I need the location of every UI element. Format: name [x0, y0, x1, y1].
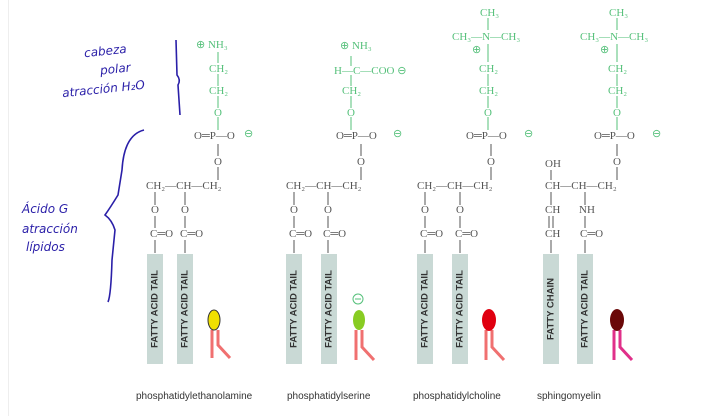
fatty-acid-tail-1: FATTY ACID TAIL — [417, 254, 433, 364]
ester-o-2: O — [456, 204, 464, 216]
ammonium-charge: ⊕ — [600, 44, 610, 56]
carboxyl-carbon: H—C—COO ⊖ — [334, 65, 407, 77]
fatty-acid-tail-2: FATTY ACID TAIL — [177, 254, 193, 364]
carbonyl-2: C═O — [323, 228, 347, 240]
fatty-acid-tail-1: FATTY ACID TAIL — [286, 254, 302, 364]
phosphate: O═P—O — [466, 130, 507, 142]
trimethylammonium: CH₃—N—CH₃ — [452, 31, 521, 43]
ch2-2: CH₂ — [608, 85, 628, 97]
ch2-2: CH₂ — [479, 85, 499, 97]
ch2-1: CH₂ — [209, 63, 229, 75]
carbonyl-2: C═O — [455, 228, 479, 240]
phosphate: O═P—O — [336, 130, 377, 142]
ester-o-1: O — [290, 204, 298, 216]
ch2: CH₂ — [342, 85, 362, 97]
page-edge — [8, 0, 9, 416]
molecule-name: phosphatidylserine — [287, 391, 371, 402]
glycerol-oxygen: O — [214, 156, 222, 168]
phosphate-charge: ⊖ — [652, 128, 662, 140]
fatty-acid-tail: FATTY ACID TAIL — [577, 254, 593, 364]
phosphate-charge: ⊖ — [244, 128, 254, 140]
fatty-acid-tail-2: FATTY ACID TAIL — [321, 254, 337, 364]
pc-lipid-icon — [482, 309, 506, 362]
sm-lipid-icon — [610, 309, 634, 362]
ester-o-1: O — [421, 204, 429, 216]
fatty-acid-tail-1: FATTY ACID TAIL — [147, 254, 163, 364]
oxygen: O — [214, 107, 222, 119]
ch2-1: CH₂ — [608, 63, 628, 75]
glycerol-oxygen: O — [357, 156, 365, 168]
ch-alkene-2: CH — [545, 228, 561, 240]
hydroxyl: OH — [545, 158, 561, 170]
amide-carbonyl: C═O — [580, 228, 604, 240]
oxygen: O — [484, 107, 492, 119]
tail-brace-icon — [103, 129, 145, 303]
oxygen: O — [347, 107, 355, 119]
molecule-name: sphingomyelin — [537, 391, 601, 402]
carbonyl-1: C═O — [289, 228, 313, 240]
tail-annotation-line-2: atracción — [22, 222, 78, 236]
ch2-2: CH₂ — [209, 85, 229, 97]
glycerol-backbone: CH₂—CH—CH₂ — [286, 180, 362, 192]
pe-lipid-icon — [207, 309, 232, 360]
carbonyl-2: C═O — [180, 228, 204, 240]
sphingosine-backbone: CH—CH—CH₂ — [545, 180, 617, 192]
sphingosine-oxygen: O — [613, 156, 621, 168]
ester-o-2: O — [181, 204, 189, 216]
ammonium-charge: ⊕ — [472, 44, 482, 56]
tail-annotation-line-1: Ácido G — [22, 202, 69, 216]
fatty-chain: FATTY CHAIN — [543, 254, 559, 364]
ch2-1: CH₂ — [479, 63, 499, 75]
phosphate-charge: ⊖ — [524, 128, 534, 140]
amine-group: ⊕ NH₃ — [196, 39, 228, 51]
fatty-acid-tail-2: FATTY ACID TAIL — [452, 254, 468, 364]
phosphate: O═P—O — [194, 130, 235, 142]
carbonyl-1: C═O — [150, 228, 174, 240]
ps-lipid-icon — [352, 293, 376, 362]
oxygen: O — [613, 107, 621, 119]
methyl-top: CH₃ — [609, 7, 629, 19]
carbonyl-1: C═O — [420, 228, 444, 240]
glycerol-backbone: CH₂—CH—CH₂ — [417, 180, 493, 192]
phosphate: O═P—O — [594, 130, 635, 142]
molecule-name: phosphatidylcholine — [413, 391, 501, 402]
trimethylammonium: CH₃—N—CH₃ — [580, 31, 649, 43]
methyl-top: CH₃ — [480, 7, 500, 19]
ester-o-2: O — [324, 204, 332, 216]
glycerol-backbone: CH₂—CH—CH₂ — [146, 180, 222, 192]
amine-group: ⊕ NH₃ — [340, 40, 372, 52]
amide-nh: NH — [579, 204, 595, 216]
molecule-name: phosphatidylethanolamine — [136, 391, 253, 402]
phosphate-charge: ⊖ — [393, 128, 403, 140]
ch-alkene-1: CH — [545, 204, 561, 216]
glycerol-oxygen: O — [487, 156, 495, 168]
head-bracket-icon — [175, 39, 181, 116]
tail-annotation-line-3: lípidos — [26, 240, 65, 254]
ester-o-1: O — [151, 204, 159, 216]
